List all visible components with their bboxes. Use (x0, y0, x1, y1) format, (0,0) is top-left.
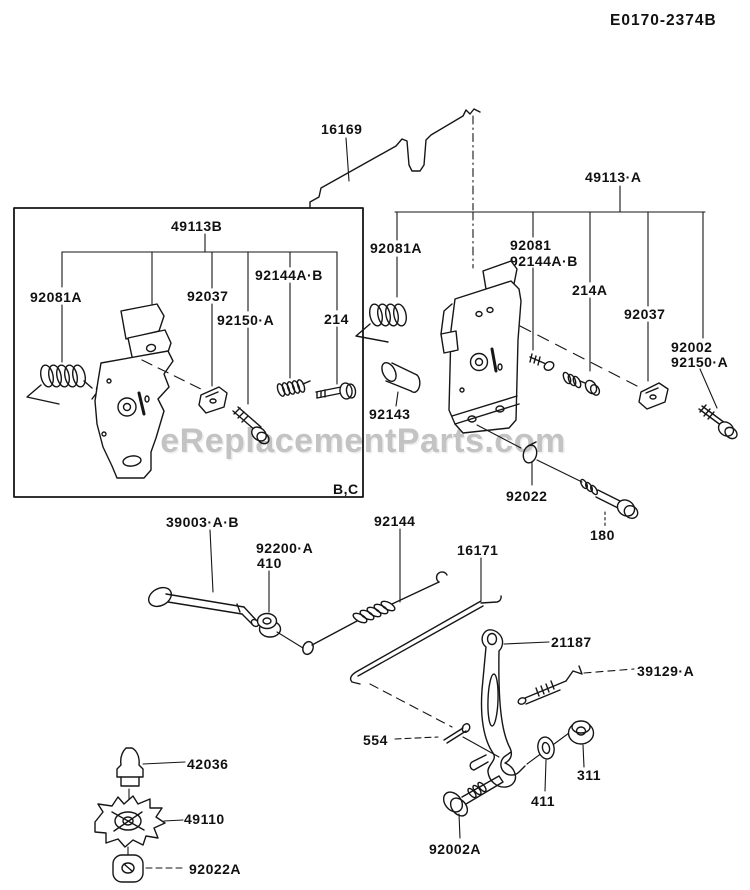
label-inset-92037: 92037 (187, 288, 228, 304)
bolt-214-inset (315, 382, 357, 400)
collar-92143: 92143 (369, 362, 421, 422)
label-411: 411 (531, 793, 555, 809)
spring-92144AB-inset (276, 379, 311, 397)
label-16169: 16169 (321, 121, 362, 137)
spring-92081A-right (355, 303, 407, 343)
inset-frame (13, 207, 364, 498)
choke-rod-16171: 16171 (349, 542, 502, 728)
label-92200A: 92200·A (256, 540, 313, 556)
screw-92081 (529, 353, 555, 371)
label-92022: 92022 (506, 488, 547, 504)
dash-leader-rod (369, 683, 453, 728)
label-inset-92150A: 92150·A (217, 312, 274, 328)
label-42036: 42036 (187, 756, 228, 772)
label-49110: 49110 (184, 811, 225, 827)
washer-411: 411 (526, 732, 570, 809)
bolt-214A (562, 371, 601, 396)
label-311: 311 (577, 767, 601, 783)
assembly-49113A: 49113·A 92081A 92081 92144A·B 214A 92037… (355, 169, 738, 440)
clamp-92037-right (638, 382, 669, 410)
bracket-plate-inset (94, 303, 174, 479)
clamp-92037-inset (198, 386, 228, 414)
bolt-92150A-inset (232, 406, 270, 445)
label-39129A: 39129·A (637, 663, 694, 679)
bracket-plate-right (440, 260, 522, 434)
dash-leader-right (519, 325, 638, 387)
label-49113B: 49113B (171, 218, 222, 234)
label-92002A: 92002A (429, 841, 481, 857)
clip-92022: 92022 (476, 424, 547, 504)
label-410: 410 (257, 555, 282, 571)
engine-panel-16169: 16169 (309, 108, 481, 211)
bolt-92002A: 92002A (429, 775, 504, 857)
label-right-92081: 92081 (510, 237, 551, 253)
watermark-text-emboss: eReplacementParts.com (162, 424, 567, 462)
label-92143: 92143 (369, 406, 410, 422)
label-180: 180 (590, 527, 615, 543)
lever-21187: 21187 (469, 629, 592, 788)
label-inset-92081A: 92081A (30, 289, 82, 305)
label-21187: 21187 (551, 634, 592, 650)
label-92144: 92144 (374, 513, 415, 529)
nut-92200A-washer-410: 92200·A 410 (256, 540, 313, 649)
right-callout-bracket (394, 185, 718, 409)
label-49113A: 49113·A (585, 169, 641, 185)
washer-92022A: 92022A (112, 854, 241, 883)
crank-rod-39003: 39003·A·B (147, 514, 260, 628)
dash-leader-inset (141, 359, 206, 392)
label-right-92081A: 92081A (370, 240, 422, 256)
inset-assembly-49113B: 49113B B,C 92081A 92037 92144A·B 92150·A… (13, 207, 364, 498)
label-bc-note: B,C (333, 481, 359, 497)
cotter-pin-554: 554 (363, 723, 500, 758)
label-right-214A: 214A (572, 282, 607, 298)
rod-outline (349, 595, 502, 685)
bolt-92150A-right (698, 404, 738, 440)
inset-callout-bracket (61, 233, 338, 405)
label-92022A: 92022A (189, 861, 241, 877)
spring-92081A-inset (26, 364, 93, 405)
label-right-92037: 92037 (624, 306, 665, 322)
bolt-180: 180 (536, 459, 639, 543)
label-16171: 16171 (457, 542, 498, 558)
drawing-number: E0170-2374B (610, 12, 717, 29)
governor-gear-49110: 49110 (94, 795, 225, 857)
label-39003: 39003·A·B (166, 514, 239, 530)
label-554: 554 (363, 732, 388, 748)
label-right-92150A: 92150·A (671, 354, 728, 370)
label-right-92002: 92002 (671, 339, 712, 355)
nut-311: 311 (567, 720, 601, 783)
governor-sleeve-42036: 42036 (116, 747, 228, 805)
spring-92144: 92144 (302, 513, 448, 656)
label-inset-92144AB: 92144A·B (255, 267, 323, 283)
link-39129A: 39129·A (517, 663, 694, 705)
label-inset-214: 214 (324, 311, 349, 327)
label-right-92144AB: 92144A·B (510, 253, 578, 269)
